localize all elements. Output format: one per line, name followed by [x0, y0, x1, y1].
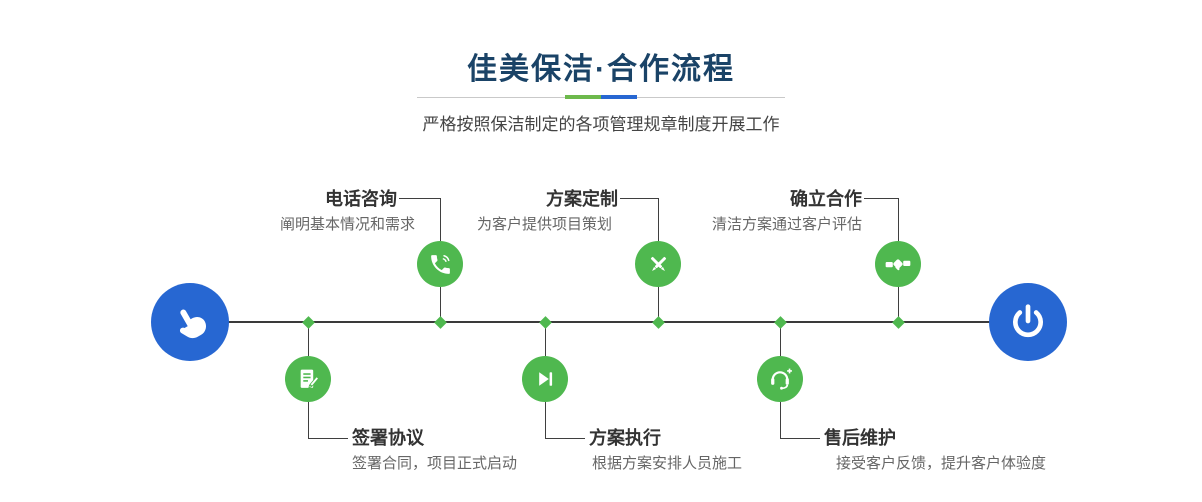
connector: [545, 438, 585, 439]
connector: [620, 198, 658, 199]
connector: [308, 402, 309, 438]
timeline-start-node: [151, 283, 229, 361]
connector: [898, 287, 899, 322]
connector: [658, 198, 659, 241]
connector: [545, 402, 546, 438]
timeline-end-node: [989, 283, 1067, 361]
step-circle-contract: [285, 356, 331, 402]
connector: [658, 287, 659, 322]
pointing-hand-icon: [169, 301, 211, 343]
contract-icon: [296, 367, 321, 392]
connector: [545, 322, 546, 356]
timeline-node-diamond: [302, 316, 315, 329]
connector: [780, 322, 781, 356]
timeline-node-diamond: [774, 316, 787, 329]
timeline-node-diamond: [892, 316, 905, 329]
step-desc-handshake: 清洁方案通过客户评估: [712, 216, 863, 233]
step-label-execute: 方案执行: [589, 428, 661, 448]
step-circle-design: [635, 241, 681, 287]
connector: [308, 438, 348, 439]
connector: [864, 198, 898, 199]
step-desc-execute: 根据方案安排人员施工: [592, 455, 743, 472]
step-circle-phone: [417, 241, 463, 287]
connector: [780, 402, 781, 438]
step-label-contract: 签署协议: [352, 428, 424, 448]
connector: [440, 287, 441, 322]
step-label-design: 方案定制: [546, 189, 618, 209]
timeline-node-diamond: [434, 316, 447, 329]
play-forward-icon: [533, 367, 557, 391]
page-title: 佳美保洁·合作流程: [467, 53, 735, 86]
step-circle-aftersales: [757, 356, 803, 402]
timeline-node-diamond: [539, 316, 552, 329]
step-desc-design: 为客户提供项目策划: [477, 216, 613, 233]
connector: [308, 322, 309, 356]
step-desc-aftersales: 接受客户反馈，提升客户体验度: [836, 455, 1047, 472]
title-underline-accent-blue: [601, 95, 637, 99]
step-desc-phone: 阐明基本情况和需求: [280, 216, 416, 233]
handshake-icon: [885, 251, 911, 277]
headset-icon: [767, 366, 793, 392]
connector: [780, 438, 820, 439]
step-circle-handshake: [875, 241, 921, 287]
title-underline-accent-green: [565, 95, 601, 99]
step-label-phone: 电话咨询: [325, 189, 397, 209]
step-circle-execute: [522, 356, 568, 402]
phone-icon: [428, 252, 453, 277]
step-desc-contract: 签署合同，项目正式启动: [352, 455, 518, 472]
connector: [399, 198, 440, 199]
step-label-handshake: 确立合作: [790, 189, 862, 209]
design-tools-icon: [646, 252, 671, 277]
power-icon: [1008, 302, 1048, 342]
step-label-aftersales: 售后维护: [824, 428, 896, 448]
timeline-line: [190, 321, 1030, 323]
connector: [440, 198, 441, 241]
connector: [898, 198, 899, 241]
page-subtitle: 严格按照保洁制定的各项管理规章制度开展工作: [422, 115, 780, 134]
timeline-node-diamond: [652, 316, 665, 329]
